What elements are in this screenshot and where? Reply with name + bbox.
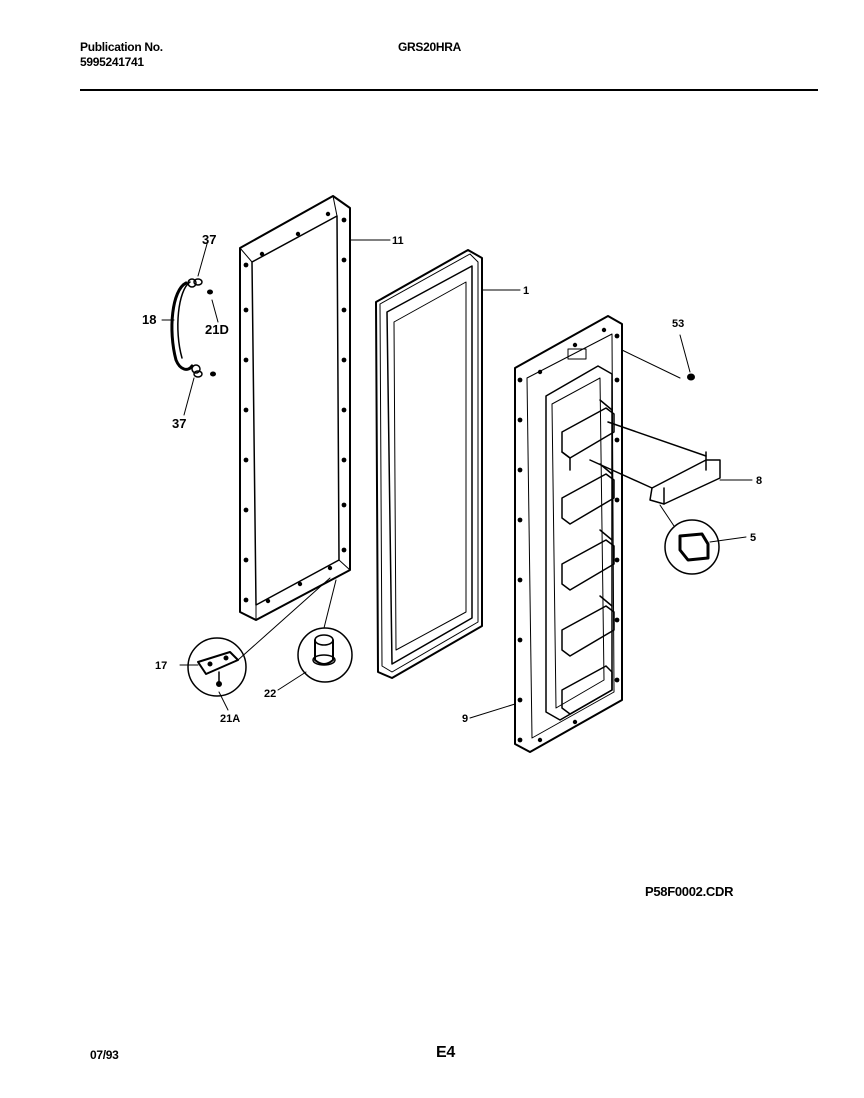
callout-21a: 21A bbox=[220, 713, 240, 725]
screw-icon bbox=[687, 373, 695, 381]
footer-date: 07/93 bbox=[90, 1048, 119, 1062]
publication-label: Publication No. bbox=[80, 40, 163, 54]
door-stop-detail bbox=[297, 579, 353, 683]
callout-18: 18 bbox=[142, 312, 156, 327]
callout-9: 9 bbox=[462, 713, 468, 725]
drawing-code: P58F0002.CDR bbox=[645, 884, 734, 899]
callout-37-top: 37 bbox=[202, 232, 216, 247]
handle bbox=[170, 278, 203, 378]
callout-5: 5 bbox=[750, 532, 756, 544]
model-number: GRS20HRA bbox=[398, 40, 461, 54]
callout-37-bottom: 37 bbox=[172, 416, 186, 431]
leader-lines bbox=[161, 239, 753, 719]
door-gasket bbox=[375, 249, 483, 679]
callout-8: 8 bbox=[756, 475, 762, 487]
callout-17: 17 bbox=[155, 660, 167, 672]
screw-icon bbox=[207, 289, 216, 377]
header-divider bbox=[80, 89, 818, 91]
callout-11: 11 bbox=[392, 235, 404, 247]
callout-21d: 21D bbox=[205, 322, 229, 337]
callout-1: 1 bbox=[523, 285, 529, 297]
page-number: E4 bbox=[436, 1044, 455, 1061]
hinge-detail bbox=[187, 577, 331, 697]
publication-number: 5995241741 bbox=[80, 55, 144, 69]
retainer-detail bbox=[659, 504, 720, 575]
door-liner-frame bbox=[239, 195, 351, 621]
door-panel bbox=[514, 315, 623, 753]
shelf-bar bbox=[589, 421, 721, 505]
callout-53: 53 bbox=[672, 318, 684, 330]
callout-22: 22 bbox=[264, 688, 276, 700]
